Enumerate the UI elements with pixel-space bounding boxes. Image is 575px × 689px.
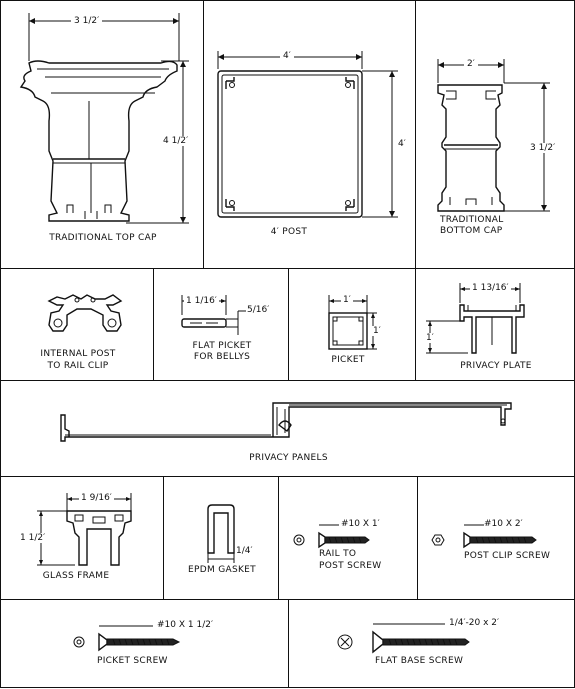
cell-privacy-panels: PRIVACY PANELS [0, 380, 575, 477]
cell-traditional-bottom-cap: 2′ 3 1/2′ TRADITIONAL BOTTOM CAP [415, 0, 575, 269]
glass-frame-label: GLASS FRAME [42, 571, 110, 581]
cell-flat-picket: 1 1/16′ 5/16′ FLAT PICKET FOR BELLYS [153, 268, 289, 381]
cell-internal-post-clip: INTERNAL POST TO RAIL CLIP [0, 268, 154, 381]
cell-picket-screw: #10 X 1 1/2′ PICKET SCREW [0, 599, 289, 688]
screw-icon [73, 625, 181, 652]
flat-base-screw-label: FLAT BASE SCREW [375, 656, 464, 666]
rail-screw-label-line2: POST SCREW [319, 561, 382, 571]
glass-frame-width: 1 9/16′ [79, 493, 114, 503]
privacy-panels-label: PRIVACY PANELS [249, 453, 328, 463]
post-width: 4′ [280, 51, 294, 61]
flat-picket-label-line1: FLAT PICKET [192, 341, 252, 351]
flat-base-screw-size: 1/4′-20 x 2′ [449, 618, 500, 628]
glass-frame-height: 1 1/2′ [19, 533, 47, 543]
clip-label-line1: INTERNAL POST [40, 349, 116, 359]
bottom-cap-height: 3 1/2′ [528, 143, 558, 153]
top-cap-height: 4 1/2′ [161, 136, 191, 146]
picket-screw-label: PICKET SCREW [97, 656, 168, 666]
post-clip-screw-size: #10 X 2′ [484, 519, 523, 529]
privacy-plate-width: 1 13/16′ [470, 283, 511, 293]
cell-picket: 1′ 1′ PICKET [288, 268, 416, 381]
gasket-profile-icon [207, 504, 235, 563]
picket-height: 1′ [371, 326, 383, 336]
picket-profile-icon [328, 295, 377, 350]
flat-picket-label-line2: FOR BELLYS [193, 352, 251, 362]
gasket-label: EPDM GASKET [188, 565, 256, 575]
privacy-plate-height: 1′ [425, 333, 435, 343]
clip-label-line2: TO RAIL CLIP [47, 361, 109, 371]
cell-post: 4′ 4′ 4′ POST [203, 0, 416, 269]
rail-screw-label-line1: RAIL TO [319, 549, 357, 559]
clip-profile-icon [47, 294, 123, 332]
gasket-width: 1/4′ [236, 546, 253, 556]
flat-picket-width: 1 1/16′ [184, 296, 219, 306]
cell-post-clip-screw: #10 X 2′ POST CLIP SCREW [417, 476, 575, 600]
cell-glass-frame: 1 9/16′ 1 1/2′ GLASS FRAME [0, 476, 164, 600]
bottom-cap-width: 2′ [464, 59, 478, 69]
screw-head-icon [337, 623, 470, 654]
privacy-plate-profile-icon [426, 283, 525, 354]
top-cap-label: TRADITIONAL TOP CAP [49, 233, 157, 243]
picket-width: 1′ [341, 295, 353, 305]
picket-screw-size: #10 X 1 1/2′ [157, 620, 213, 630]
rail-screw-size: #10 X 1′ [341, 519, 380, 529]
cell-rail-to-post-screw: #10 X 1′ RAIL TO POST SCREW [278, 476, 418, 600]
cell-traditional-top-cap: 3 1/2′ 4 1/2′ TRADITIONAL TOP CAP [0, 0, 204, 269]
post-profile-icon [217, 51, 398, 218]
privacy-panel-profile-icon [60, 402, 512, 442]
cell-epdm-gasket: 1/4′ EPDM GASKET [163, 476, 279, 600]
post-height: 4′ [396, 139, 408, 149]
bottom-cap-label-line1: TRADITIONAL [440, 215, 504, 225]
post-label: 4′ POST [270, 227, 308, 237]
cell-flat-base-screw: 1/4′-20 x 2′ FLAT BASE SCREW [288, 599, 575, 688]
post-clip-screw-label: POST CLIP SCREW [464, 551, 551, 561]
privacy-plate-label: PRIVACY PLATE [460, 361, 532, 371]
flat-picket-thickness: 5/16′ [247, 305, 270, 315]
bottom-cap-profile-icon [437, 59, 550, 212]
bottom-cap-label-line2: BOTTOM CAP [440, 226, 503, 236]
flat-picket-profile-icon [181, 295, 246, 335]
screw-icon [293, 524, 370, 549]
picket-label: PICKET [331, 355, 365, 365]
screw-head-icon [431, 524, 537, 549]
cell-privacy-plate: 1 13/16′ 1′ PRIVACY PLATE [415, 268, 575, 381]
top-cap-width: 3 1/2′ [71, 16, 103, 26]
